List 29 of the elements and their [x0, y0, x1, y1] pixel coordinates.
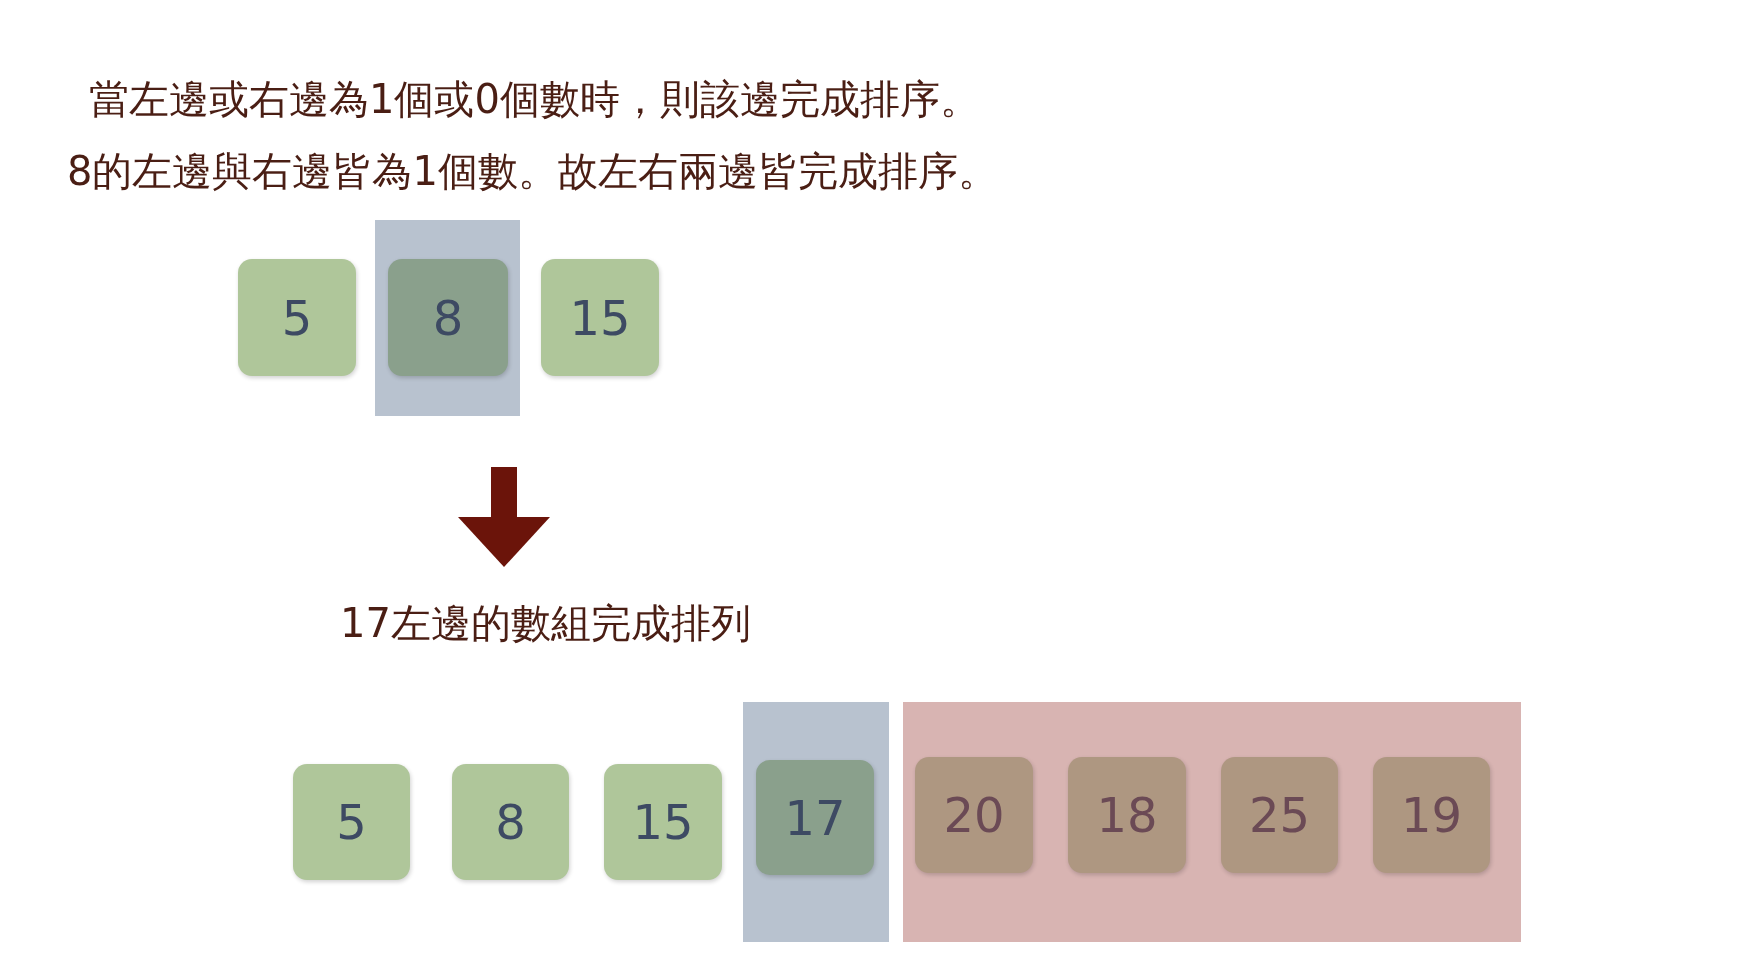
number-tile	[452, 764, 569, 880]
number-label: 15	[632, 794, 694, 850]
down-arrow	[458, 467, 550, 567]
number-tile	[238, 259, 356, 376]
number-tile	[1221, 757, 1338, 873]
number-tile	[541, 259, 659, 376]
pivot-tile	[388, 259, 508, 376]
number-label: 25	[1248, 787, 1311, 843]
pivot-highlight-band	[375, 220, 520, 416]
number-label: 15	[569, 289, 631, 346]
number-tile	[1373, 757, 1490, 873]
number-label: 17	[784, 789, 846, 846]
number-tile	[1068, 757, 1186, 873]
pivot-tile	[756, 760, 874, 875]
right-partition-band	[903, 702, 1521, 942]
number-label: 20	[943, 787, 1005, 843]
number-tile	[915, 757, 1033, 873]
caption-text: 17左邊的數組完成排列	[340, 599, 751, 648]
number-label: 5	[336, 794, 367, 850]
number-tile	[293, 764, 410, 880]
number-label: 8	[432, 289, 464, 346]
instruction-text: 當左邊或右邊為1個或0個數時，則該邊完成排序。	[89, 75, 980, 124]
number-label: 19	[1400, 787, 1463, 843]
pivot-highlight-band	[743, 702, 889, 942]
number-tile	[604, 764, 722, 880]
number-label: 8	[495, 794, 526, 850]
number-label: 18	[1096, 787, 1158, 843]
number-label: 5	[281, 289, 313, 346]
instruction-text: 8的左邊與右邊皆為1個數。故左右兩邊皆完成排序。	[67, 147, 998, 196]
